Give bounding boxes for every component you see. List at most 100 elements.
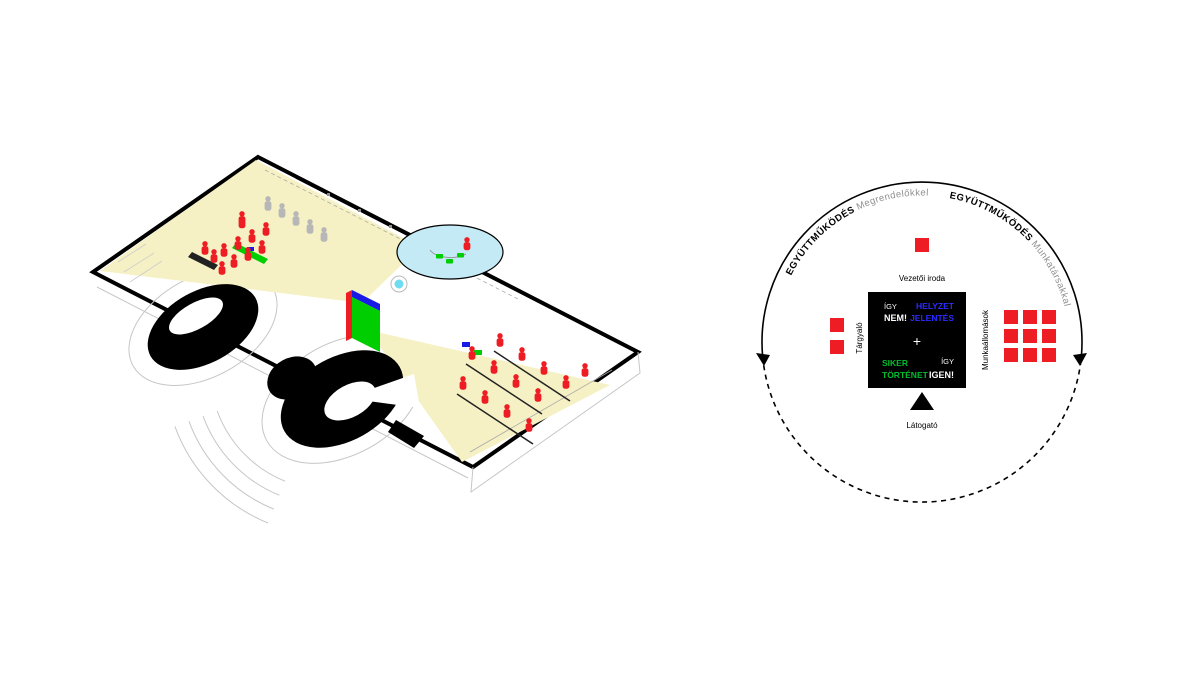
- person-figure: [526, 418, 532, 424]
- person-figure: [535, 388, 541, 394]
- person-figure: [463, 242, 471, 251]
- screen-text-igen: IGEN!: [929, 370, 954, 380]
- person-figure: [210, 254, 218, 263]
- person-figure: [278, 208, 286, 218]
- person-figure: [238, 216, 246, 229]
- screen-text-igy-top: ÍGY: [884, 302, 897, 311]
- arrowhead-left: [756, 353, 770, 366]
- person-figure: [221, 243, 227, 249]
- workstation-square: [1042, 348, 1056, 362]
- person-figure: [497, 333, 503, 339]
- person-figure: [541, 361, 547, 367]
- hatch-line: [129, 260, 163, 283]
- person-figure: [279, 203, 285, 209]
- person-figure: [201, 246, 209, 255]
- workstation-square: [1004, 310, 1018, 324]
- person-figure: [469, 346, 475, 352]
- stair-arc: [216, 410, 286, 482]
- guide-dashed-line: [264, 169, 521, 301]
- poche-cutout: [169, 297, 223, 335]
- screen-text-nem: NEM!: [884, 313, 907, 323]
- person-figure: [459, 381, 467, 390]
- plinth-line: [470, 351, 641, 494]
- light-cone: [368, 330, 610, 462]
- person-figure: [468, 351, 476, 360]
- dome-chairs: [436, 253, 464, 264]
- person-figure: [481, 395, 489, 404]
- screen-text-jelentes: JELENTÉS: [910, 313, 954, 323]
- light-cone: [100, 160, 362, 303]
- stair-arc: [174, 426, 269, 524]
- central-screen-box: [868, 292, 966, 388]
- person-figure: [219, 261, 225, 267]
- stair-arc: [202, 416, 280, 496]
- cycle-arc-solid: [761, 181, 1083, 356]
- person-figure: [211, 249, 217, 255]
- desk-rows: [456, 350, 571, 445]
- gray-figures: [264, 196, 328, 242]
- workstation-square: [1004, 329, 1018, 343]
- person-figure: [245, 247, 251, 253]
- person-figure: [518, 352, 526, 361]
- person-figure: [490, 365, 498, 374]
- person-figure: [513, 374, 519, 380]
- person-figure: [504, 404, 510, 410]
- red-squares: [830, 238, 1056, 362]
- label-munkaallomasok: Munkaállomások: [981, 309, 990, 370]
- person-figure: [307, 219, 313, 225]
- person-figure: [563, 375, 569, 381]
- poche-shape: [147, 284, 259, 370]
- workstation-square: [1023, 310, 1037, 324]
- person-figure: [496, 338, 504, 347]
- person-figure: [491, 360, 497, 366]
- column: [358, 209, 361, 212]
- column: [327, 193, 330, 196]
- person-figure: [235, 236, 241, 242]
- red-figures-lower: [459, 333, 589, 432]
- hatch-line: [123, 252, 155, 273]
- person-figure: [534, 393, 542, 402]
- meeting-square: [830, 318, 844, 332]
- workstation-square: [1004, 348, 1018, 362]
- person-figure: [581, 368, 589, 377]
- workstation-square: [1023, 329, 1037, 343]
- screen-text-plus: +: [913, 333, 921, 349]
- small-dome-outline: [390, 275, 408, 293]
- person-figure: [503, 409, 511, 418]
- collaboration-cycle-diagram: EGYÜTTMŰKÖDÉS Megrendelőkkel EGYÜTTMŰKÖD…: [756, 181, 1087, 503]
- screen-side-red: [346, 290, 352, 341]
- person-figure: [234, 241, 242, 250]
- person-figure: [231, 254, 237, 260]
- arrowhead-right: [1073, 353, 1087, 366]
- desk-line: [493, 350, 571, 402]
- office-square-top: [915, 238, 929, 252]
- desk-item-green: [474, 350, 482, 355]
- red-figure-standing: [238, 211, 246, 229]
- person-figure: [482, 390, 488, 396]
- label-latogato: Látogató: [906, 421, 938, 430]
- meeting-square: [830, 340, 844, 354]
- stair-arc: [188, 421, 274, 510]
- arc-label-left-bold: EGYÜTTMŰKÖDÉS: [784, 204, 857, 277]
- desk-item-blue: [462, 342, 470, 347]
- person-figure: [220, 248, 228, 257]
- person-figure: [230, 259, 238, 268]
- person-figure: [306, 224, 314, 234]
- screen-top-blue: [352, 290, 380, 311]
- arc-label-left-light: Megrendelőkkel: [852, 187, 929, 214]
- chair: [457, 253, 464, 258]
- person-figure: [263, 222, 269, 228]
- person-figure: [202, 241, 208, 247]
- workstation-square: [1023, 348, 1037, 362]
- screen-text-siker: SIKER: [882, 358, 908, 368]
- walkway-line: [469, 369, 613, 453]
- person-figure: [321, 227, 327, 233]
- person-figure: [292, 216, 300, 226]
- person-figure: [540, 366, 548, 375]
- desk-dark: [188, 252, 218, 270]
- person-figure: [248, 234, 256, 243]
- person-figure: [244, 252, 252, 261]
- poche-cutouts: [169, 297, 420, 421]
- presentation-screen: [346, 290, 380, 352]
- desk-line: [465, 363, 543, 415]
